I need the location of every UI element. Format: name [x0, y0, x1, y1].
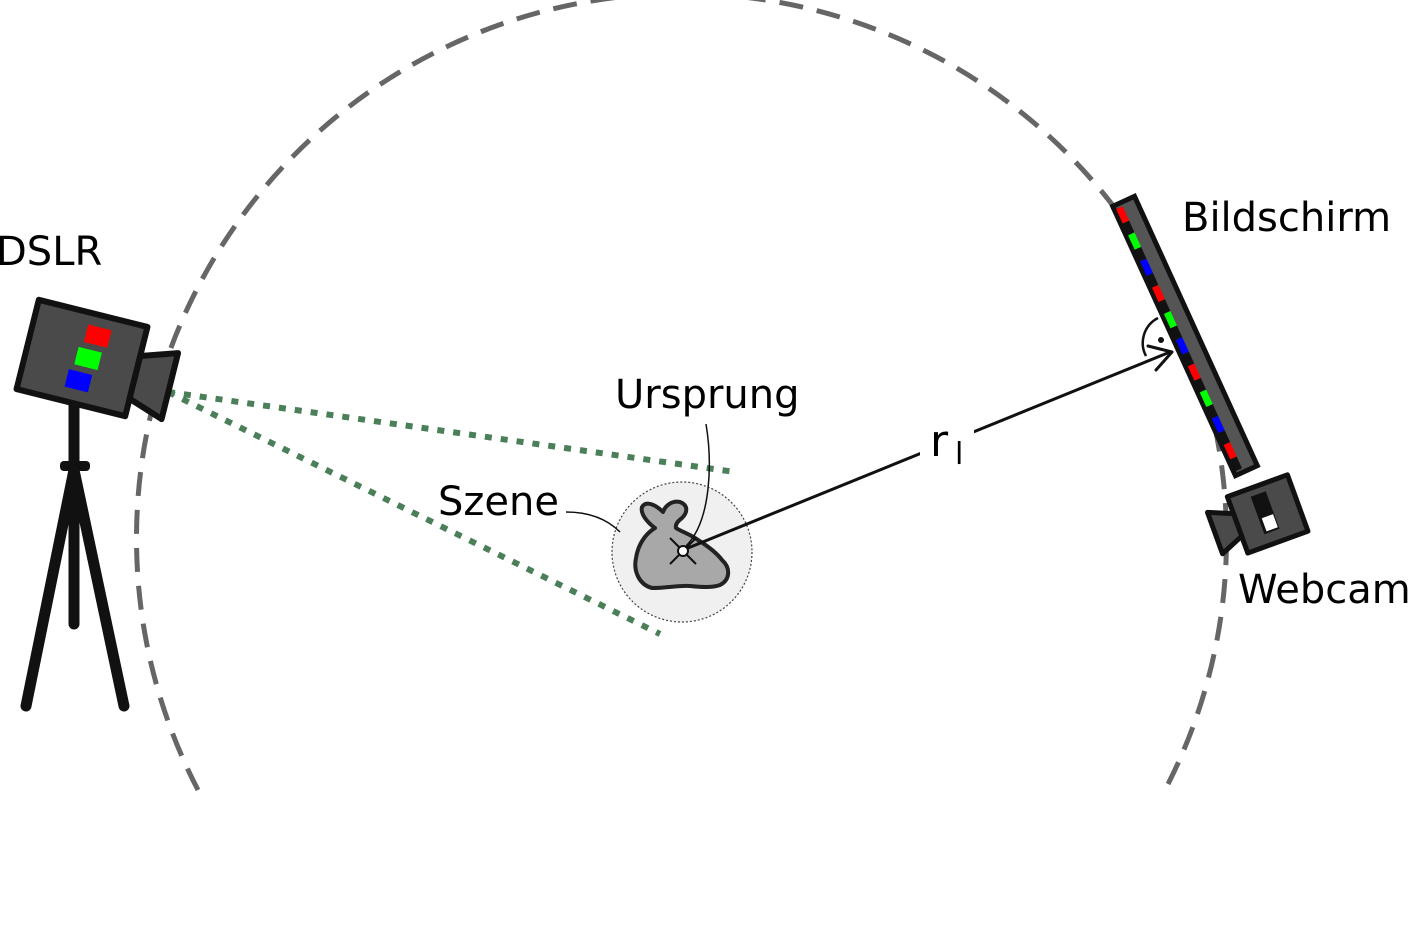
bunny-icon — [633, 499, 731, 590]
tripod — [20, 394, 130, 712]
screen-stripe-gap — [1158, 299, 1171, 314]
dslr-red-swatch — [83, 324, 112, 348]
radius-label-background — [920, 422, 974, 468]
dslr-label: DSLR — [0, 229, 102, 275]
radius-arrowhead — [1146, 344, 1174, 372]
screen-stripe-blue — [1175, 337, 1189, 355]
radius-label: r — [930, 416, 949, 467]
screen-label: Bildschirm — [1182, 195, 1391, 241]
origin-marker — [669, 537, 697, 565]
dslr-camera — [13, 296, 182, 712]
screen-color-stripes — [1116, 206, 1242, 472]
right-angle-dot — [1158, 337, 1164, 343]
origin-label: Ursprung — [615, 372, 800, 418]
screen-stripe-gap — [1194, 377, 1207, 393]
scene-leader-line — [565, 511, 621, 533]
screen-stripe-gap — [1182, 351, 1195, 367]
webcam-label: Webcam — [1238, 567, 1411, 613]
screen-stripe-green — [1163, 311, 1177, 329]
screen-stripe-gap — [1206, 404, 1219, 419]
screen-stripe-gap — [1230, 456, 1242, 472]
screen-stripe-red — [1116, 206, 1130, 224]
screen-stripe-gap — [1122, 220, 1135, 236]
screen-stripe-gap — [1218, 430, 1231, 445]
radius-subscript: l — [955, 437, 963, 472]
screen-stripe-green — [1199, 389, 1213, 407]
screen-stripe-blue — [1140, 258, 1154, 276]
screen-stripe-gap — [1170, 325, 1183, 341]
dslr-green-swatch — [74, 346, 102, 371]
dslr-blue-swatch — [64, 369, 93, 393]
screen-stripe-red — [1223, 442, 1237, 460]
screen — [1109, 193, 1261, 479]
right-angle-arc — [1141, 316, 1159, 357]
screen-stripe-gap — [1134, 246, 1147, 262]
scene-label: Szene — [438, 479, 559, 525]
dslr-frustum-bottom — [166, 389, 662, 637]
screen-stripe-blue — [1211, 415, 1225, 434]
screen-stripe-red — [1187, 363, 1201, 381]
screen-stripe-gap — [1146, 273, 1159, 288]
origin-leader-line — [685, 423, 711, 547]
webcam-icon — [1204, 472, 1311, 557]
screen-stripe-green — [1128, 232, 1142, 250]
screen-stripe-red — [1152, 284, 1165, 303]
